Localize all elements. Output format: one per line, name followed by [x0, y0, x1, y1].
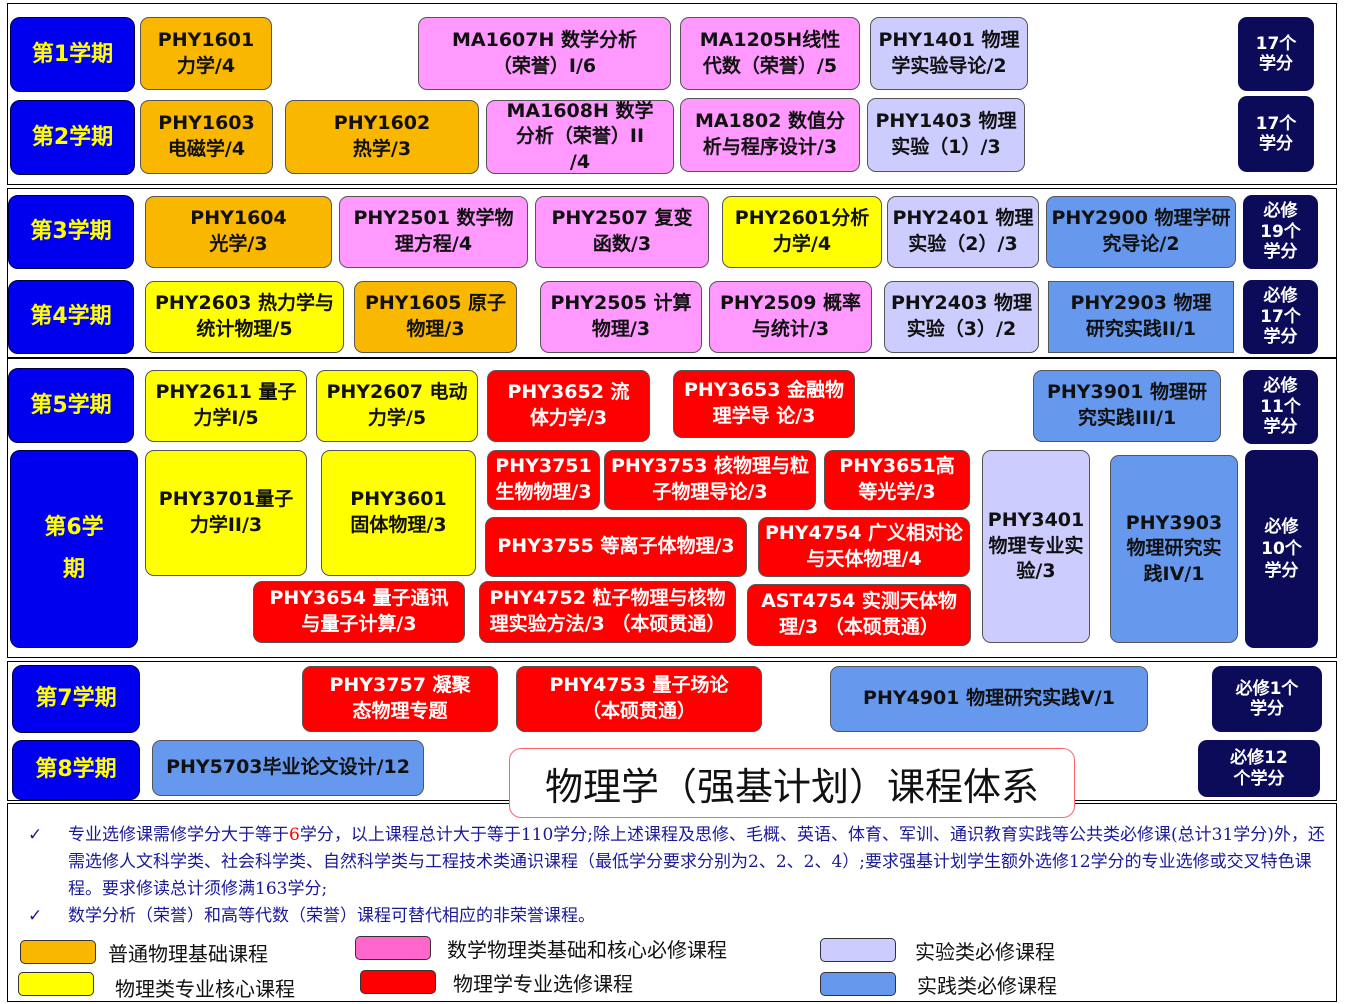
- legend-swatch-yellow: [18, 972, 94, 996]
- course-phy3651: PHY3651高等光学/3: [824, 450, 970, 510]
- legend-label-1: 数学物理类基础和核心必修课程: [447, 938, 727, 962]
- course-phy2501: PHY2501 数学物理方程/4: [339, 196, 528, 268]
- semester-label-4: 第4学期: [8, 280, 134, 354]
- course-phy2403: PHY2403 物理实验（3）/2: [884, 281, 1039, 353]
- legend-label-4: 物理学专业选修课程: [453, 972, 633, 996]
- course-phy3601: PHY3601 固体物理/3: [321, 450, 476, 576]
- legend-swatch-lavender: [820, 938, 896, 962]
- course-ma1205h: MA1205H线性代数（荣誉）/5: [680, 17, 860, 90]
- course-phy4752: PHY4752 粒子物理与核物理实验方法/3 （本硕贯通）: [479, 581, 736, 643]
- credit-badge-1: 17个学分: [1238, 17, 1314, 91]
- course-phy3653: PHY3653 金融物理学导 论/3: [673, 370, 855, 438]
- credit-badge-3: 必修19个学分: [1243, 195, 1318, 269]
- course-phy3901: PHY3901 物理研究实践III/1: [1033, 370, 1221, 442]
- course-phy2507: PHY2507 复变函数/3: [535, 196, 709, 268]
- note-1: ✓ 专业选修课需修学分大于等于6学分，以上课程总计大于等于110学分;除上述课程…: [10, 822, 1330, 903]
- course-phy2509: PHY2509 概率与统计/3: [709, 281, 872, 353]
- note-2: ✓ 数学分析（荣誉）和高等代数（荣誉）课程可替代相应的非荣誉课程。: [10, 903, 1330, 930]
- course-phy5703: PHY5703毕业论文设计/12: [152, 740, 424, 796]
- note-1-highlight: 6: [289, 825, 300, 845]
- course-phy2603: PHY2603 热力学与统计物理/5: [145, 281, 344, 353]
- course-phy1603: PHY1603 电磁学/4: [140, 100, 273, 174]
- course-phy2611: PHY2611 量子力学I/5: [145, 370, 307, 442]
- course-phy1602: PHY1602 热学/3: [285, 100, 479, 174]
- note-1-text-b: 学分，以上课程总计大于等于110学分;除上述课程及思修、毛概、英语、体育、军训、…: [68, 825, 1325, 899]
- course-phy1601: PHY1601 力学/4: [140, 17, 272, 90]
- semester-label-8: 第8学期: [12, 740, 140, 800]
- notes: ✓ 专业选修课需修学分大于等于6学分，以上课程总计大于等于110学分;除上述课程…: [10, 822, 1330, 930]
- credit-badge-2: 17个学分: [1238, 96, 1314, 172]
- legend-label-2: 实验类必修课程: [915, 940, 1055, 964]
- semester-label-7: 第7学期: [12, 665, 140, 733]
- legend-swatch-blue: [820, 972, 896, 996]
- semester-label-5: 第5学期: [8, 368, 134, 443]
- course-phy3753: PHY3753 核物理与粒子物理导论/3: [604, 450, 816, 510]
- course-phy2900: PHY2900 物理学研究导论/2: [1046, 196, 1236, 268]
- course-phy2903: PHY2903 物理研究实践II/1: [1048, 281, 1234, 353]
- course-phy3654: PHY3654 量子通讯与量子计算/3: [253, 581, 465, 643]
- course-ma1802: MA1802 数值分析与程序设计/3: [680, 98, 860, 172]
- course-phy3701: PHY3701量子力学II/3: [145, 450, 307, 576]
- course-phy2401: PHY2401 物理实验（2）/3: [887, 196, 1039, 268]
- legend-swatch-pink: [355, 936, 431, 960]
- course-phy3755: PHY3755 等离子体物理/3: [485, 517, 747, 577]
- course-phy3652: PHY3652 流体力学/3: [487, 370, 650, 442]
- section-frame-year3: [7, 358, 1337, 658]
- course-phy3903: PHY3903 物理研究实践IV/1: [1110, 455, 1238, 643]
- check-icon: ✓: [28, 906, 43, 926]
- legend-label-5: 实践类必修课程: [917, 974, 1057, 998]
- course-phy1401: PHY1401 物理学实验导论/2: [870, 17, 1028, 90]
- legend-swatch-orange: [20, 940, 96, 964]
- course-phy2505: PHY2505 计算物理/3: [540, 281, 702, 353]
- course-phy1403: PHY1403 物理实验（1）/3: [867, 98, 1025, 172]
- section-frame-year1: [7, 3, 1337, 185]
- note-1-text-a: 专业选修课需修学分大于等于: [68, 825, 289, 845]
- course-phy4754: PHY4754 广义相对论与天体物理/4: [758, 517, 970, 577]
- note-2-text: 数学分析（荣誉）和高等代数（荣誉）课程可替代相应的非荣誉课程。: [68, 906, 595, 926]
- credit-badge-4: 必修17个学分: [1243, 280, 1318, 354]
- semester-label-1: 第1学期: [10, 17, 135, 92]
- course-phy4753: PHY4753 量子场论（本硕贯通）: [516, 666, 762, 732]
- course-phy4901: PHY4901 物理研究实践V/1: [830, 666, 1148, 732]
- semester-label-6: 第6学期: [10, 450, 138, 648]
- course-phy3401: PHY3401 物理专业实验/3: [982, 450, 1090, 643]
- course-phy3757: PHY3757 凝聚态物理专题: [302, 666, 498, 732]
- legend-label-3: 物理类专业核心课程: [115, 977, 295, 1001]
- course-phy2601: PHY2601分析力学/4: [722, 196, 882, 268]
- course-ast4754: AST4754 实测天体物理/3 （本硕贯通）: [747, 584, 971, 646]
- credit-badge-8: 必修12个学分: [1198, 740, 1320, 797]
- course-ma1608h: MA1608H 数学分析（荣誉）II /4: [486, 100, 674, 174]
- course-phy1604: PHY1604 光学/3: [145, 196, 332, 268]
- credit-badge-7: 必修1个学分: [1212, 666, 1322, 732]
- course-phy1605: PHY1605 原子物理/3: [354, 281, 517, 353]
- course-phy2607: PHY2607 电动力学/5: [316, 370, 478, 442]
- legend-label-0: 普通物理基础课程: [108, 942, 268, 966]
- semester-label-3: 第3学期: [8, 195, 134, 269]
- section-frame-year2: [7, 188, 1337, 358]
- check-icon: ✓: [28, 825, 43, 845]
- credit-badge-6: 必修10个学分: [1245, 450, 1318, 648]
- legend-swatch-red: [360, 970, 436, 994]
- course-ma1607h: MA1607H 数学分析（荣誉）I/6: [418, 17, 671, 90]
- chart-title: 物理学（强基计划）课程体系: [509, 748, 1075, 818]
- credit-badge-5: 必修11个学分: [1243, 370, 1318, 444]
- course-phy3751: PHY3751生物物理/3: [487, 450, 600, 510]
- semester-label-2: 第2学期: [10, 100, 135, 175]
